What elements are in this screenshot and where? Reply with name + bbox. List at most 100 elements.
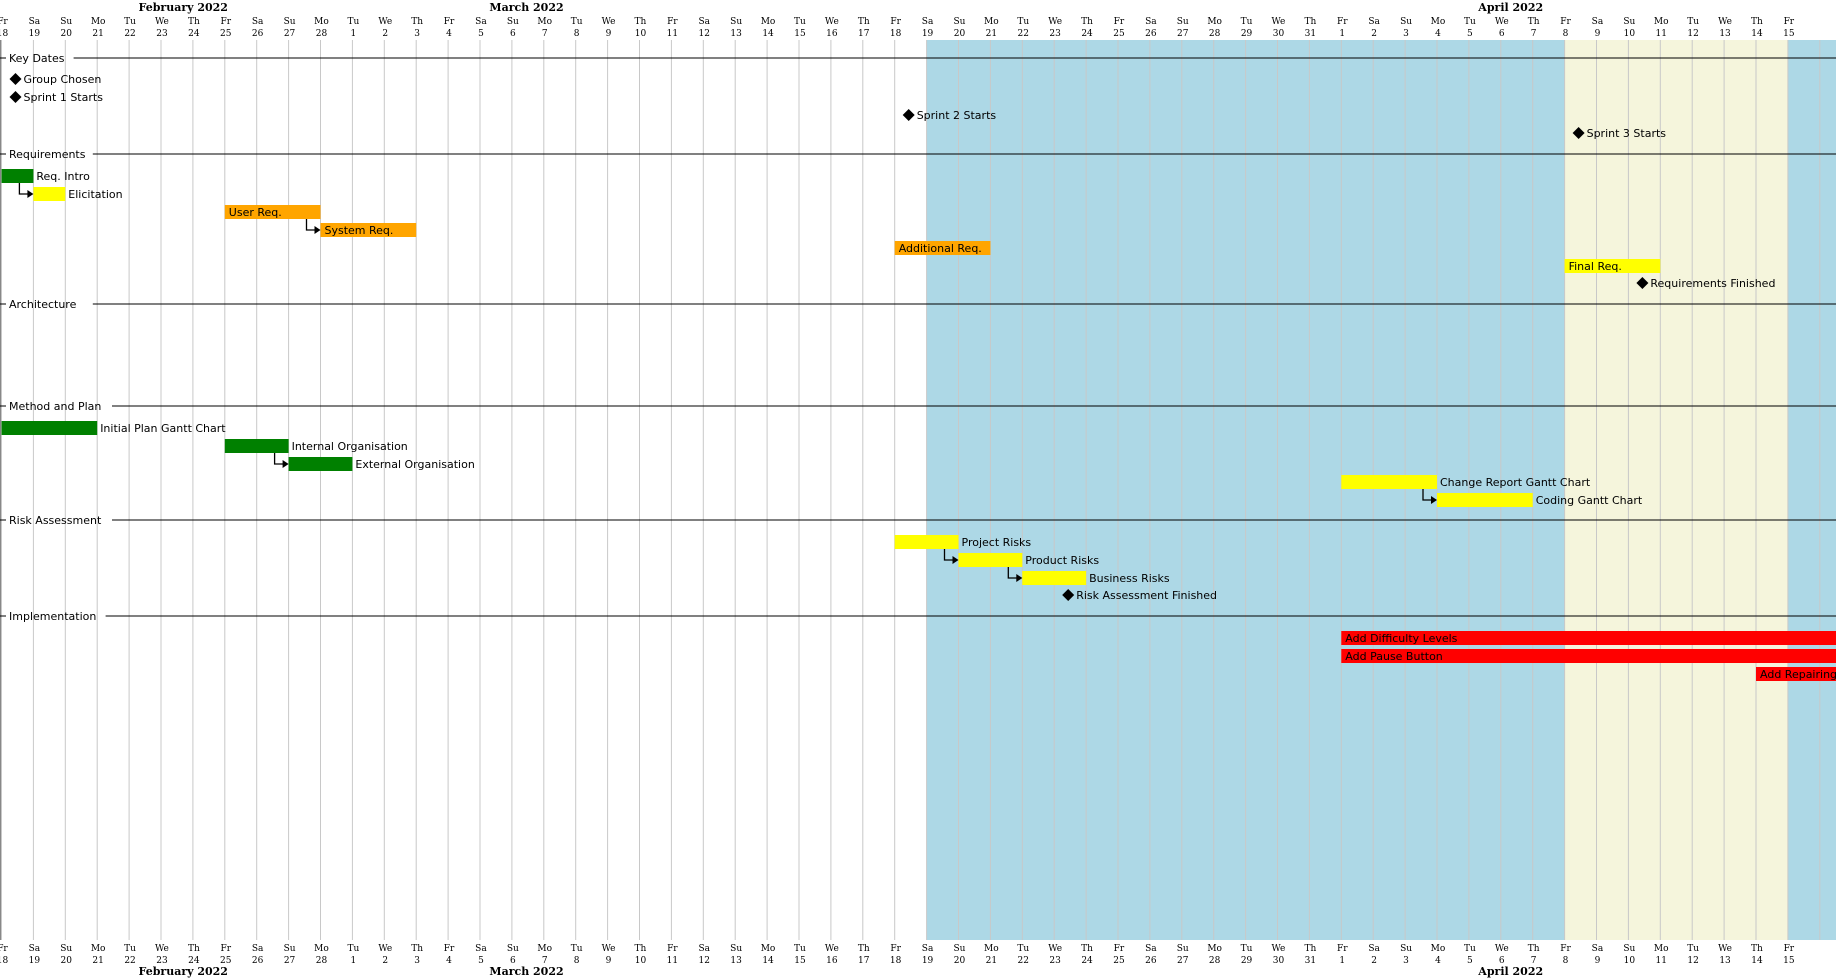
task-bar: [1564, 259, 1661, 273]
header-day-name: Mo: [91, 17, 106, 27]
footer-day-name: Fr: [1114, 944, 1125, 954]
header-day-name: Sa: [475, 17, 487, 27]
milestone-diamond: [9, 91, 22, 103]
header-day-number: 1: [1339, 29, 1345, 39]
footer-day-name: We: [1272, 944, 1286, 954]
footer-day-name: Mo: [91, 944, 106, 954]
footer-day-name: Th: [635, 944, 647, 954]
footer-month-label: February 2022: [139, 965, 228, 978]
footer-day-name: Tu: [571, 944, 583, 954]
task-label: Add Repairing: [1760, 668, 1836, 681]
footer-month-label: April 2022: [1477, 965, 1543, 978]
header-day-name: Fr: [1784, 17, 1795, 27]
footer-day-number: 6: [510, 956, 516, 966]
task-label: Elicitation: [68, 188, 122, 201]
task-bar: [1341, 631, 1836, 645]
footer-day-name: Fr: [1784, 944, 1795, 954]
header-day-name: Tu: [794, 17, 806, 27]
header-day-name: Tu: [1241, 17, 1253, 27]
header-day-number: 28: [316, 29, 328, 39]
footer-day-name: Fr: [0, 944, 8, 954]
dependency-arrowhead: [952, 556, 959, 564]
header-day-name: Th: [1751, 17, 1763, 27]
footer-day-name: Sa: [1368, 944, 1380, 954]
footer-month-label: March 2022: [489, 965, 563, 978]
task-bar: [1756, 667, 1836, 681]
header-day-number: 11: [667, 29, 678, 39]
header-day-number: 25: [1113, 29, 1125, 39]
task-label: Additional Req.: [899, 242, 982, 255]
header-month-label: April 2022: [1477, 1, 1543, 14]
header-day-number: 20: [61, 29, 73, 39]
header-day-name: Fr: [667, 17, 678, 27]
dependency-arrowhead: [282, 460, 289, 468]
timeline-header-bottom: Fr18Sa19Su20Mo21Tu22We23Th24Fr25Sa26Su27…: [0, 944, 1795, 978]
header-day-number: 15: [1783, 29, 1795, 39]
footer-day-name: Mo: [1207, 944, 1222, 954]
header-day-number: 8: [1563, 29, 1569, 39]
footer-day-number: 9: [606, 956, 612, 966]
footer-day-number: 7: [1531, 956, 1537, 966]
milestone-label: Requirements Finished: [1650, 277, 1775, 290]
milestone-diamond: [9, 73, 22, 85]
task-label: Project Risks: [962, 536, 1032, 549]
footer-day-name: Th: [1304, 944, 1316, 954]
task-label: Business Risks: [1089, 572, 1170, 585]
header-day-number: 16: [826, 29, 838, 39]
task-label: Req. Intro: [36, 170, 90, 183]
footer-day-number: 2: [382, 956, 388, 966]
header-day-name: Th: [188, 17, 200, 27]
header-day-name: Th: [1081, 17, 1093, 27]
header-day-name: Mo: [1431, 17, 1446, 27]
header-day-number: 10: [635, 29, 647, 39]
header-day-number: 19: [922, 29, 934, 39]
footer-day-name: Tu: [1687, 944, 1699, 954]
header-day-name: We: [378, 17, 392, 27]
header-day-name: Mo: [761, 17, 776, 27]
footer-day-name: Tu: [794, 944, 806, 954]
header-day-name: Tu: [124, 17, 136, 27]
section-title: Key Dates: [9, 52, 65, 65]
header-day-number: 9: [606, 29, 612, 39]
header-day-number: 4: [446, 29, 452, 39]
footer-day-name: Su: [284, 944, 296, 954]
header-day-name: Mo: [537, 17, 552, 27]
footer-day-name: Mo: [537, 944, 552, 954]
header-day-name: We: [1048, 17, 1062, 27]
footer-day-name: Th: [411, 944, 423, 954]
header-day-number: 23: [1049, 29, 1061, 39]
task-bar: [894, 241, 991, 255]
header-day-number: 24: [188, 29, 200, 39]
footer-day-name: Th: [1751, 944, 1763, 954]
footer-day-number: 11: [1656, 956, 1667, 966]
footer-day-number: 17: [858, 956, 870, 966]
header-day-name: We: [1272, 17, 1286, 27]
header-day-name: Su: [507, 17, 519, 27]
footer-day-name: We: [1048, 944, 1062, 954]
footer-day-number: 22: [1018, 956, 1029, 966]
footer-day-number: 29: [1241, 956, 1253, 966]
header-day-number: 2: [1371, 29, 1377, 39]
header-day-number: 21: [92, 29, 103, 39]
task-label: Change Report Gantt Chart: [1440, 476, 1591, 489]
task-label: Internal Organisation: [292, 440, 408, 453]
footer-day-name: Fr: [1337, 944, 1348, 954]
footer-day-number: 27: [1177, 956, 1189, 966]
header-day-number: 18: [890, 29, 902, 39]
footer-day-number: 22: [124, 956, 135, 966]
header-day-number: 10: [1624, 29, 1636, 39]
footer-day-number: 27: [284, 956, 296, 966]
header-day-name: We: [602, 17, 616, 27]
highlight-bands: [926, 40, 1836, 940]
header-day-name: Th: [411, 17, 423, 27]
footer-day-number: 12: [699, 956, 710, 966]
header-day-number: 25: [220, 29, 232, 39]
header-day-name: Fr: [1114, 17, 1125, 27]
footer-day-name: Fr: [220, 944, 231, 954]
header-day-number: 31: [1305, 29, 1316, 39]
header-day-name: Th: [1528, 17, 1540, 27]
header-day-name: Tu: [571, 17, 583, 27]
header-day-number: 14: [762, 29, 774, 39]
header-day-name: Sa: [252, 17, 264, 27]
footer-day-name: Sa: [252, 944, 264, 954]
